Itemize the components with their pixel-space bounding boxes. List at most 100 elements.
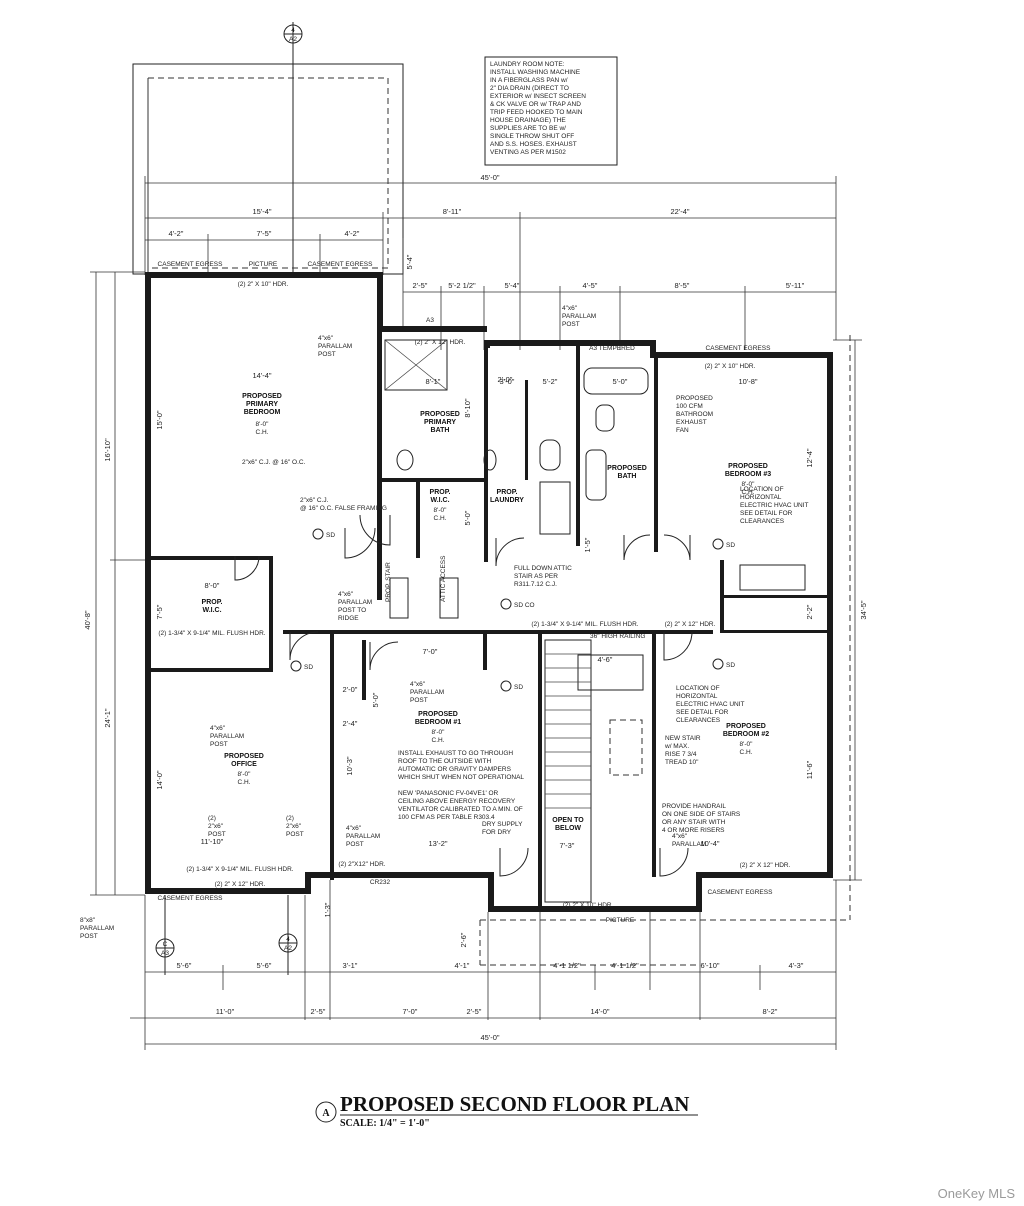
note-line: RISE 7 3/4: [665, 751, 697, 758]
right-dimensions: 34'-5": [833, 339, 868, 881]
laundry-note-line: AND S.S. HOSES. EXHAUST: [490, 141, 577, 148]
laundry-note-line: 2" DIA DRAIN (DIRECT TO: [490, 85, 569, 92]
note-parallam-post-3: 4"x6" PARALLAM POST: [410, 681, 444, 704]
room-dim: 2'-4": [343, 719, 358, 728]
room-label-line: C.H.: [434, 515, 447, 522]
room-label-line: BATH: [618, 473, 637, 480]
note-line: POST: [208, 831, 226, 838]
note-post-label: 8"x8" PARALLAM POST: [80, 917, 114, 940]
room-dim: 8'-10": [463, 398, 472, 417]
note-line: PARALLAM: [338, 599, 372, 606]
attic-access-label: ATTIC ACCESS: [440, 555, 447, 602]
room-label-line: PROPOSED: [607, 465, 647, 472]
room-label-line: C.H.: [742, 489, 755, 496]
room-label-line: OFFICE: [231, 761, 257, 768]
header-note: (2) 2" X 10" HDR.: [563, 902, 614, 909]
window-label: CASEMENT EGRESS: [708, 889, 774, 896]
note-line: PARALLAM: [346, 833, 380, 840]
stair: [544, 639, 592, 903]
note-line: POST: [286, 831, 304, 838]
section-marks-bottom: C A3 4 A2: [155, 895, 298, 975]
room-prop-wic-upper: PROP. W.I.C. 8'-0" C.H.: [430, 489, 451, 522]
detector-label: SD: [726, 662, 735, 669]
note-hvac-1: LOCATION OF HORIZONTAL ELECTRIC HVAC UNI…: [740, 486, 809, 525]
room-label-line: PRIMARY: [424, 419, 456, 426]
notes: FULL DOWN ATTIC STAIR AS PER R311.7.12 C…: [80, 305, 809, 940]
laundry-note-line: HOUSE DRAINAGE) THE: [490, 117, 566, 124]
dim-bottom: 5'-6": [177, 961, 192, 970]
room-dimensions: 14'-4" 15'-0" 8'-1" 8'-10" 5'-0" 3'-0" 5…: [155, 371, 814, 947]
note-line: 4"x6": [318, 335, 334, 342]
laundry-note-line: & CK VALVE OR w/ TRAP AND: [490, 101, 581, 108]
note-line: PROPOSED: [676, 395, 713, 402]
dim-right-overall: 34'-5": [859, 600, 868, 619]
room-label-line: W.I.C.: [430, 497, 449, 504]
room-label-line: C.H.: [256, 429, 269, 436]
laundry-note-line: INSTALL WASHING MACHINE: [490, 69, 581, 76]
window-labels: CASEMENT EGRESS CASEMENT EGRESS PICTURE …: [158, 261, 774, 924]
note-line: 4"x6": [410, 681, 426, 688]
room-bedroom-3: PROPOSED BEDROOM #3 8'-0" C.H.: [725, 463, 771, 496]
note-cj: 2"x6" C.J. @ 16" O.C.: [242, 459, 306, 466]
room-label-line: PROP.: [497, 489, 518, 496]
room-label-line: PROPOSED: [242, 393, 282, 400]
room-dim: 15'-0": [155, 410, 164, 429]
window-label: PICTURE: [249, 261, 278, 268]
room-dim: 10'-4": [700, 839, 719, 848]
room-prop-laundry: PROP. LAUNDRY: [490, 489, 524, 504]
room-dim: 5'-0": [463, 510, 472, 525]
room-dim: 11'-10": [201, 837, 224, 846]
room-dim: 14'-4": [252, 371, 271, 380]
room-label-line: BATH: [431, 427, 450, 434]
section-mark-c-sheet: A3: [161, 950, 169, 957]
room-label-line: C.H.: [740, 749, 753, 756]
note-parallam-post-4: 4"x6" PARALLAM POST: [210, 725, 244, 748]
room-label-line: OPEN TO: [552, 817, 584, 824]
room-bedroom-1: PROPOSED BEDROOM #1 8'-0" C.H.: [415, 711, 461, 744]
note-line: ELECTRIC HVAC UNIT: [740, 502, 809, 509]
note-line: PARALLAM: [410, 689, 444, 696]
room-dim: 13'-2": [428, 839, 447, 848]
note-line: POST TO: [338, 607, 366, 614]
note-line: PARALLAM: [210, 733, 244, 740]
dim-bay5: 8'-5": [675, 281, 690, 290]
room-open-below: OPEN TO BELOW: [552, 817, 584, 832]
laundry-note-line: SUPPLIES ARE TO BE w/: [490, 125, 566, 132]
note-line: PARALLAM: [562, 313, 596, 320]
room-label-line: C.H.: [432, 737, 445, 744]
room-label-line: 8'-0": [740, 741, 754, 748]
header-note: (2) 2" X 12" HDR.: [215, 881, 266, 888]
note-line: PARALLAM: [80, 925, 114, 932]
attic-stair-label: PROP. STAIR: [385, 562, 392, 602]
note-line: DRY SUPPLY: [482, 821, 523, 828]
room-label-line: PROPOSED: [418, 711, 458, 718]
dim-bay6: 5'-11": [786, 281, 805, 290]
note-hvac-2: LOCATION OF HORIZONTAL ELECTRIC HVAC UNI…: [676, 685, 745, 724]
window-label: A3: [426, 317, 434, 324]
room-dim: 2'-0": [498, 375, 513, 384]
room-dim: 12'-4": [805, 448, 814, 467]
room-dim: 14'-0": [155, 770, 164, 789]
header-note: (2) 2" X 10" HDR.: [705, 363, 756, 370]
note-line: POST: [210, 741, 228, 748]
dim-seg3: 22'-4": [670, 207, 689, 216]
room-labels: PROPOSED PRIMARY BEDROOM 8'-0" C.H. PROP…: [202, 393, 772, 832]
note-line: NEW STAIR: [665, 735, 701, 742]
note-line: AUTOMATIC OR GRAVITY DAMPERS: [398, 766, 512, 773]
note-fan: PROPOSED 100 CFM BATHROOM EXHAUST FAN: [676, 395, 713, 434]
note-c2-post-1: (2) 2"x6" POST: [208, 815, 226, 838]
room-dim: 10'-8": [738, 377, 757, 386]
window-label: CASEMENT EGRESS: [158, 261, 224, 268]
detector-label: SD: [726, 542, 735, 549]
room-dim: 5'-0": [613, 377, 628, 386]
dim-left-overall: 40'-8": [83, 610, 92, 629]
note-line: (2): [208, 815, 216, 822]
room-label-line: C.H.: [238, 779, 251, 786]
note-line: HORIZONTAL: [676, 693, 718, 700]
interior-walls: [151, 330, 830, 912]
room-label-line: PROP.: [202, 599, 223, 606]
room-dim: 5'-2": [543, 377, 558, 386]
room-dim: 11'-6": [805, 760, 814, 779]
note-parallam-ridge: 4"x6" PARALLAM POST TO RIDGE: [338, 591, 372, 622]
note-line: (2): [286, 815, 294, 822]
